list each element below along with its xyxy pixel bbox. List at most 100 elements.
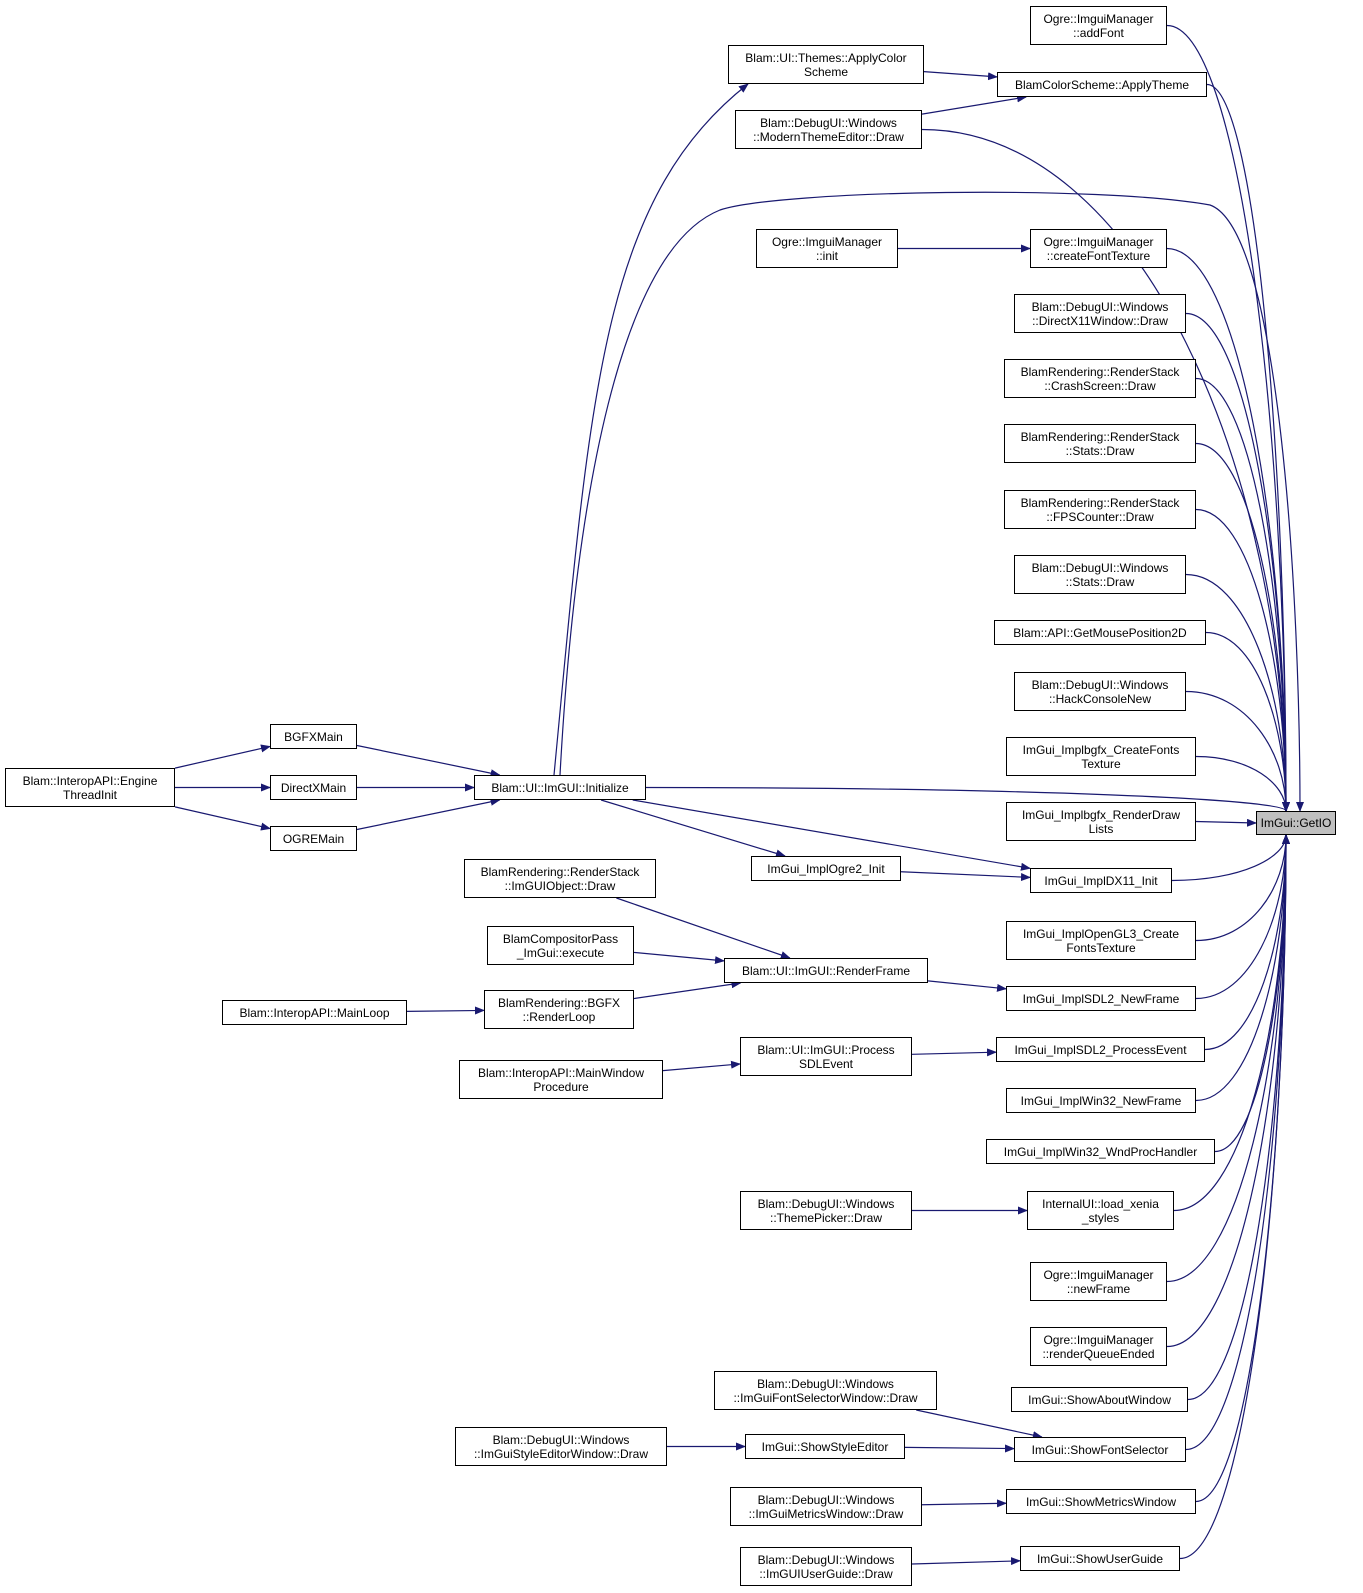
node-renderloop[interactable]: BlamRendering::BGFX::RenderLoop — [484, 990, 634, 1029]
node-label-line: ::ImGUIUserGuide::Draw — [759, 1566, 893, 1581]
node-label-line: ::ThemePicker::Draw — [769, 1210, 883, 1225]
node-label-line: Ogre::ImguiManager — [1043, 1267, 1154, 1282]
node-ogremain[interactable]: OGREMain — [270, 826, 357, 851]
edge-initialize-to-applycolorscheme — [553, 83, 749, 776]
edge-bgfxmain-to-initialize — [356, 744, 501, 778]
node-label-line: ::FPSCounter::Draw — [1046, 509, 1154, 524]
edge-winstats-to-getio — [1185, 573, 1290, 812]
edge-showmetrics-to-getio — [1195, 834, 1290, 1503]
node-bgfxmain[interactable]: BGFXMain — [270, 724, 357, 749]
node-getmouse[interactable]: Blam::API::GetMousePosition2D — [994, 620, 1206, 645]
node-label-line: ::DirectX11Window::Draw — [1032, 313, 1168, 328]
node-sdl2newframe[interactable]: ImGui_ImplSDL2_NewFrame — [1006, 986, 1196, 1011]
edge-hackconsole-to-getio — [1185, 690, 1290, 812]
node-getio[interactable]: ImGui::GetIO — [1256, 811, 1336, 835]
node-fontselectorwindow[interactable]: Blam::DebugUI::Windows::ImGuiFontSelecto… — [714, 1371, 937, 1410]
node-label-line: ::ImGUIObject::Draw — [504, 878, 616, 893]
edge-sdl2newframe-to-getio — [1195, 834, 1290, 1000]
node-label-line: ImGui::ShowMetricsWindow — [1025, 1494, 1177, 1509]
node-label-line: Blam::DebugUI::Windows — [1031, 299, 1169, 314]
node-label-line: ImGui::ShowUserGuide — [1036, 1551, 1164, 1566]
edge-showuserguide-to-getio — [1179, 834, 1290, 1560]
node-label-line: ImGui_Implbgfx_CreateFonts — [1022, 742, 1180, 757]
node-addfont[interactable]: Ogre::ImguiManager::addFont — [1030, 6, 1167, 45]
edge-dx11init-to-getio — [1171, 834, 1290, 882]
node-directxmain[interactable]: DirectXMain — [270, 775, 357, 800]
edge-showstyleeditor-to-showfontselector — [904, 1444, 1015, 1453]
node-winstats[interactable]: Blam::DebugUI::Windows::Stats::Draw — [1014, 555, 1186, 594]
edge-ogre2init-to-dx11init — [900, 871, 1031, 882]
edge-opengl3-to-getio — [1195, 834, 1290, 942]
node-imguiobject[interactable]: BlamRendering::RenderStack::ImGUIObject:… — [464, 859, 656, 898]
node-label-line: _styles — [1081, 1210, 1120, 1225]
node-label-line: ImGui_ImplSDL2_NewFrame — [1022, 991, 1180, 1006]
node-label-line: Blam::DebugUI::Windows — [1031, 677, 1169, 692]
edge-fontselectorwindow-to-showfontselector — [916, 1409, 1043, 1440]
node-label-line: BlamColorScheme::ApplyTheme — [1014, 77, 1190, 92]
node-metricswindow[interactable]: Blam::DebugUI::Windows::ImGuiMetricsWind… — [730, 1487, 922, 1526]
node-rsstats[interactable]: BlamRendering::RenderStack::Stats::Draw — [1004, 424, 1196, 463]
node-label-line: Blam::UI::ImGUI::RenderFrame — [741, 963, 911, 978]
node-label-line: FontsTexture — [1066, 940, 1136, 955]
node-createfonttexture[interactable]: Ogre::ImguiManager::createFontTexture — [1030, 229, 1167, 268]
edge-bgfxrender-to-getio — [1195, 818, 1257, 827]
node-showfontselector[interactable]: ImGui::ShowFontSelector — [1014, 1437, 1186, 1462]
node-crashscreen[interactable]: BlamRendering::RenderStack::CrashScreen:… — [1004, 359, 1196, 398]
node-styleeditorwindow[interactable]: Blam::DebugUI::Windows::ImGuiStyleEditor… — [455, 1427, 667, 1466]
node-label-line: Texture — [1081, 756, 1121, 771]
node-label-line: BlamRendering::BGFX — [497, 995, 621, 1010]
node-label-line: ::ImGuiMetricsWindow::Draw — [748, 1506, 904, 1521]
node-win32newframe[interactable]: ImGui_ImplWin32_NewFrame — [1006, 1088, 1196, 1113]
node-fpscounter[interactable]: BlamRendering::RenderStack::FPSCounter::… — [1004, 490, 1196, 529]
node-mainloop[interactable]: Blam::InteropAPI::MainLoop — [222, 1000, 407, 1025]
node-label-line: InternalUI::load_xenia — [1042, 1196, 1159, 1211]
node-renderframe[interactable]: Blam::UI::ImGUI::RenderFrame — [724, 958, 928, 983]
node-showstyleeditor[interactable]: ImGui::ShowStyleEditor — [745, 1434, 905, 1459]
edge-applytheme-to-getio — [1206, 83, 1290, 812]
node-showabout[interactable]: ImGui::ShowAboutWindow — [1011, 1387, 1188, 1412]
node-label-line: Blam::InteropAPI::MainLoop — [239, 1005, 390, 1020]
node-ogre2init[interactable]: ImGui_ImplOgre2_Init — [751, 856, 901, 881]
node-showuserguide[interactable]: ImGui::ShowUserGuide — [1020, 1546, 1180, 1571]
node-label-line: Blam::DebugUI::Windows — [492, 1432, 630, 1447]
node-showmetrics[interactable]: ImGui::ShowMetricsWindow — [1006, 1489, 1196, 1514]
node-loadxenia[interactable]: InternalUI::load_xenia_styles — [1027, 1191, 1174, 1230]
node-renderqueueended[interactable]: Ogre::ImguiManager::renderQueueEnded — [1030, 1327, 1167, 1366]
edge-renderqueueended-to-getio — [1166, 834, 1290, 1348]
node-label-line: Blam::DebugUI::Windows — [760, 115, 897, 130]
node-sdl2processevent[interactable]: ImGui_ImplSDL2_ProcessEvent — [996, 1037, 1205, 1062]
node-label-line: Blam::UI::ImGUI::Process — [757, 1042, 895, 1057]
node-dx11window[interactable]: Blam::DebugUI::Windows::DirectX11Window:… — [1014, 294, 1186, 333]
node-ogrenewframe[interactable]: Ogre::ImguiManager::newFrame — [1030, 1262, 1167, 1301]
node-ogreinit[interactable]: Ogre::ImguiManager::init — [756, 229, 898, 268]
node-label-line: ::ImGuiStyleEditorWindow::Draw — [473, 1446, 649, 1461]
node-label-line: ImGui_ImplWin32_NewFrame — [1020, 1093, 1182, 1108]
edge-win32newframe-to-getio — [1195, 834, 1290, 1102]
node-userguide[interactable]: Blam::DebugUI::Windows::ImGUIUserGuide::… — [740, 1547, 912, 1586]
node-label-line: ImGui_ImplOpenGL3_Create — [1022, 926, 1180, 941]
node-win32wndproc[interactable]: ImGui_ImplWin32_WndProcHandler — [986, 1139, 1215, 1164]
edge-rsstats-to-getio — [1195, 442, 1290, 812]
node-label-line: ::Stats::Draw — [1065, 443, 1135, 458]
node-dx11init[interactable]: ImGui_ImplDX11_Init — [1030, 868, 1172, 893]
node-label-line: Ogre::ImguiManager — [771, 234, 883, 249]
node-initialize[interactable]: Blam::UI::ImGUI::Initialize — [474, 775, 646, 800]
node-modernthemeeditor[interactable]: Blam::DebugUI::Windows::ModernThemeEdito… — [735, 110, 922, 149]
node-label-line: ::CrashScreen::Draw — [1044, 378, 1156, 393]
node-label-line: DirectXMain — [280, 780, 347, 795]
node-themepicker[interactable]: Blam::DebugUI::Windows::ThemePicker::Dra… — [740, 1191, 912, 1230]
node-label-line: ::createFontTexture — [1046, 248, 1151, 263]
node-hackconsole[interactable]: Blam::DebugUI::Windows::HackConsoleNew — [1014, 672, 1186, 711]
node-applytheme[interactable]: BlamColorScheme::ApplyTheme — [997, 72, 1207, 97]
node-compositorpass[interactable]: BlamCompositorPass_ImGui::execute — [487, 926, 634, 965]
edge-getmouse-to-getio — [1205, 631, 1290, 812]
